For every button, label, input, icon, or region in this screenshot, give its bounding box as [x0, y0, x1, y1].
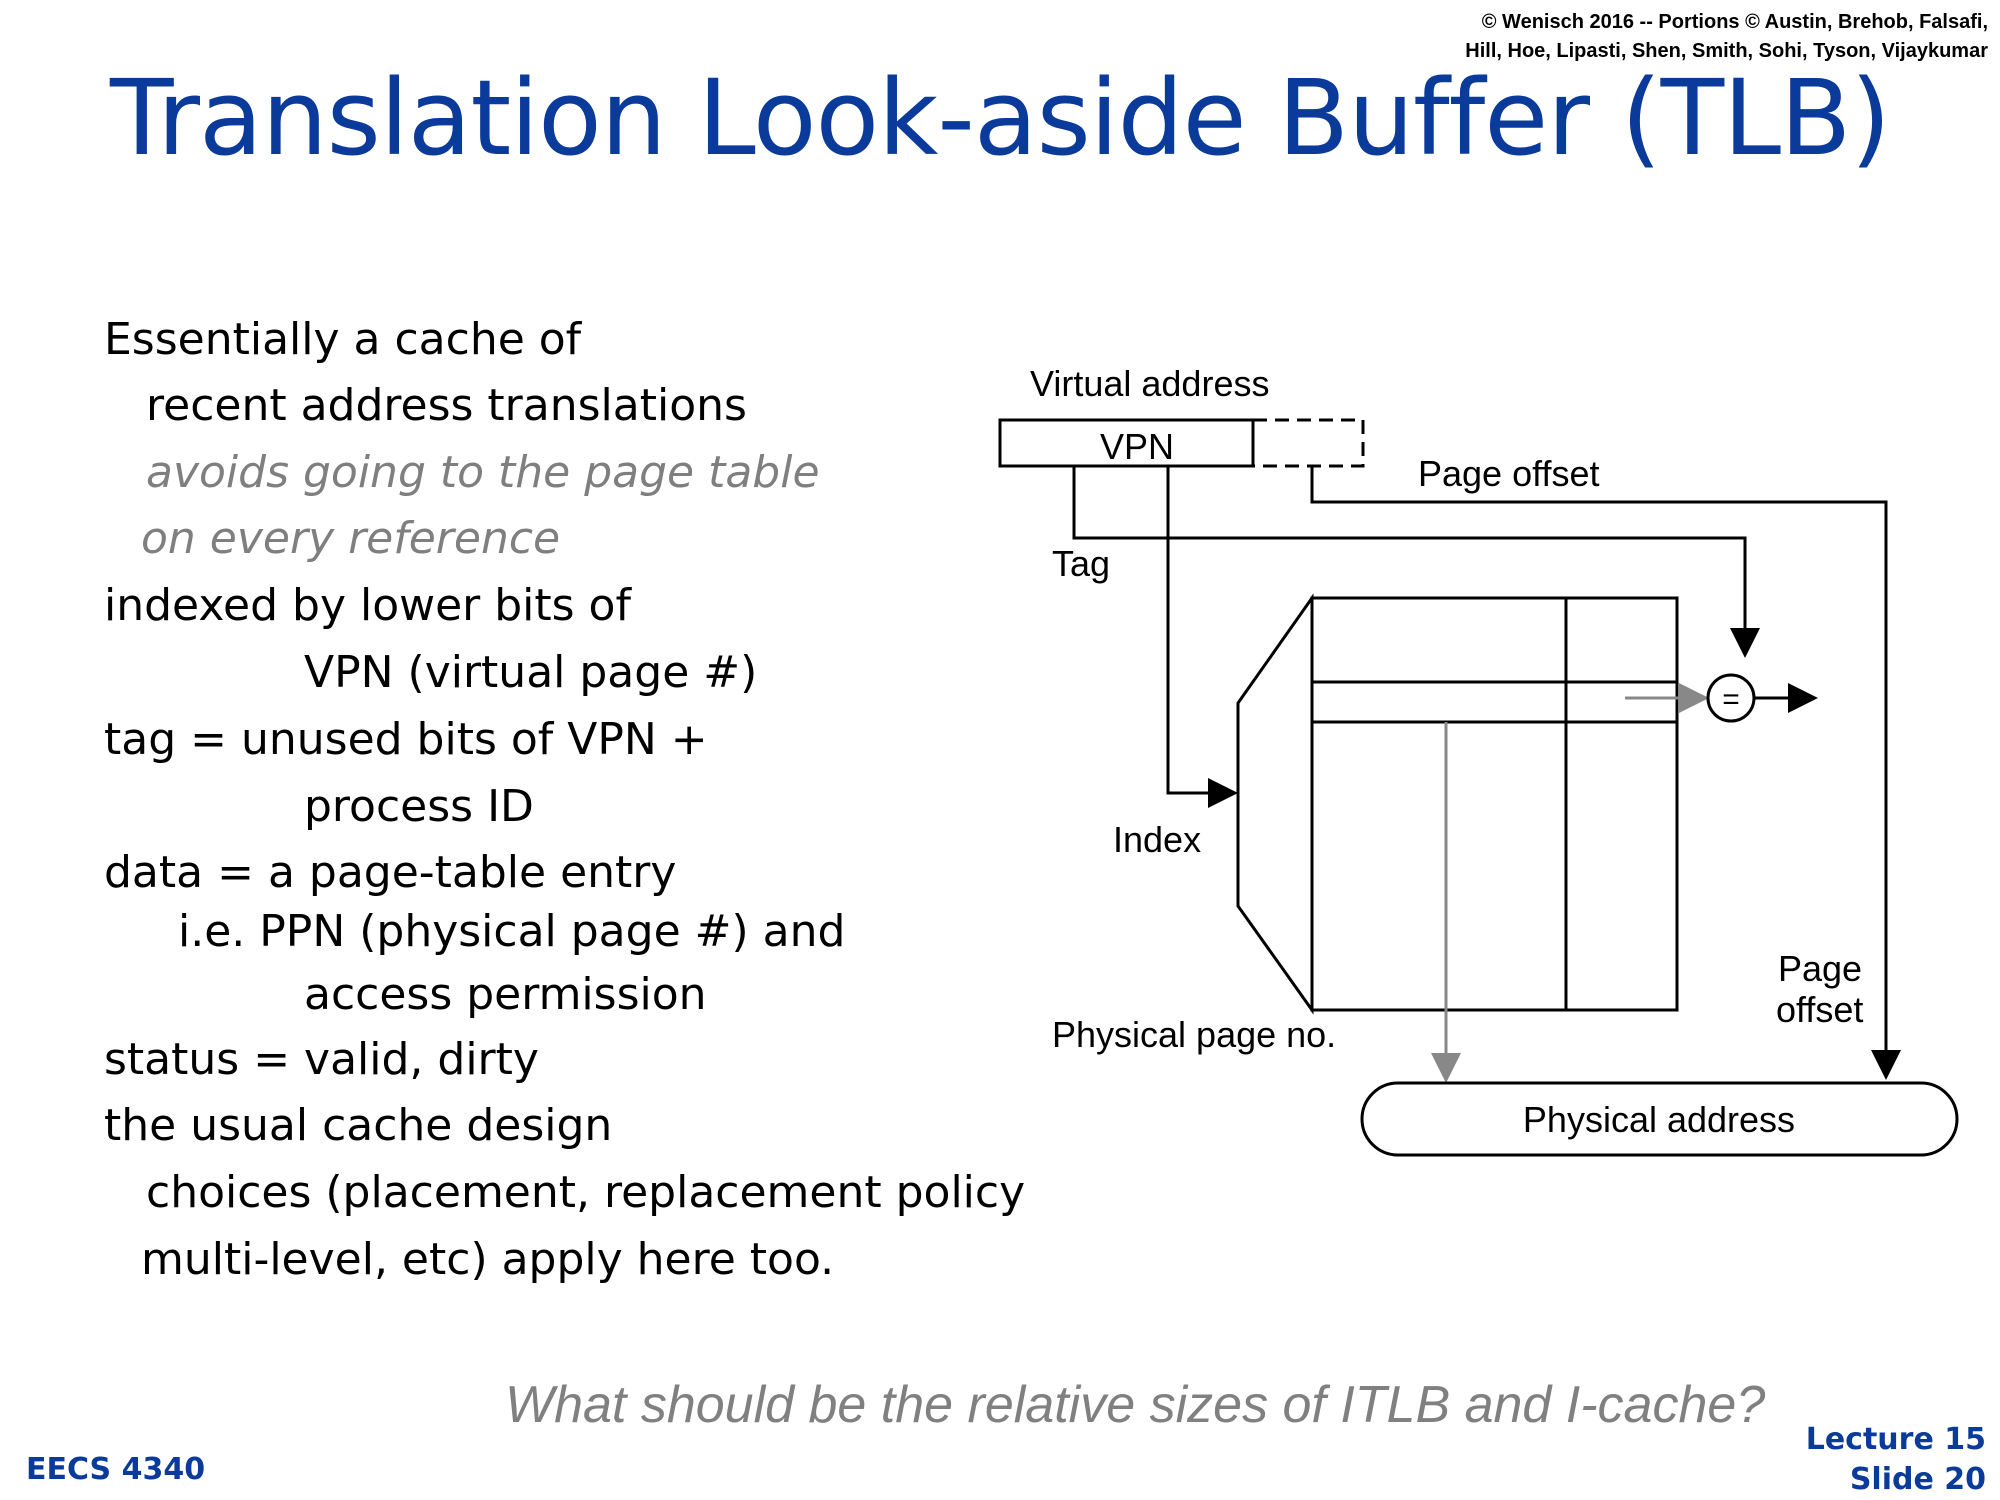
- body-line: Essentially a cache of: [104, 314, 582, 365]
- tlb-array: [1310, 596, 1679, 1012]
- virtual-address-label: Virtual address: [1030, 363, 1269, 404]
- tlb-decoder: [1236, 593, 1314, 1015]
- body-line: recent address translations: [146, 380, 747, 431]
- index-label: Index: [1113, 819, 1201, 860]
- body-line: access permission: [304, 969, 707, 1020]
- index-line: [1166, 466, 1238, 808]
- course-label: EECS 4340: [26, 1452, 206, 1487]
- slide-number: Slide 20: [1849, 1462, 1986, 1497]
- page-offset-field: [1253, 418, 1365, 468]
- tag-line: [1072, 466, 1760, 658]
- physical-address-box: [1360, 1081, 1959, 1157]
- body-line: data = a page-table entry: [104, 847, 677, 898]
- vpn-label: VPN: [1100, 426, 1174, 467]
- body-line: i.e. PPN (physical page #) and: [178, 906, 846, 957]
- tag-label: Tag: [1052, 543, 1110, 584]
- discussion-question: What should be the relative sizes of ITL…: [505, 1376, 1766, 1434]
- body-line: tag = unused bits of VPN +: [104, 714, 708, 765]
- body-line: status = valid, dirty: [104, 1034, 539, 1085]
- slide-title: Translation Look-aside Buffer (TLB): [110, 57, 1891, 179]
- slide-footer: Lecture 15 Slide 20: [1806, 1420, 1986, 1500]
- physical-page-no-label: Physical page no.: [1052, 1014, 1336, 1055]
- copyright-line-1: © Wenisch 2016 -- Portions © Austin, Bre…: [1481, 11, 1988, 33]
- vpn-field: [998, 418, 1255, 468]
- physical-address-label: Physical address: [1523, 1099, 1795, 1140]
- comparator-symbol: =: [1722, 683, 1740, 716]
- body-line: avoids going to the page table: [146, 447, 820, 498]
- body-line: the usual cache design: [104, 1100, 613, 1151]
- page-offset-right-label-2: offset: [1776, 989, 1863, 1030]
- page-offset-top-label: Page offset: [1418, 453, 1599, 494]
- body-line: choices (placement, replacement policy: [146, 1167, 1026, 1218]
- page-offset-right-label-1: Page: [1778, 948, 1862, 989]
- body-line: VPN (virtual page #): [304, 647, 758, 698]
- copyright-notice: © Wenisch 2016 -- Portions © Austin, Bre…: [1465, 8, 1988, 66]
- body-line: indexed by lower bits of: [104, 580, 631, 631]
- lecture-number: Lecture 15: [1805, 1422, 1986, 1457]
- body-line: process ID: [304, 781, 534, 832]
- page-offset-line: [1310, 466, 1901, 1080]
- body-line: multi-level, etc) apply here too.: [141, 1234, 835, 1285]
- copyright-line-2: Hill, Hoe, Lipasti, Shen, Smith, Sohi, T…: [1465, 40, 1988, 62]
- body-line: on every reference: [141, 513, 561, 564]
